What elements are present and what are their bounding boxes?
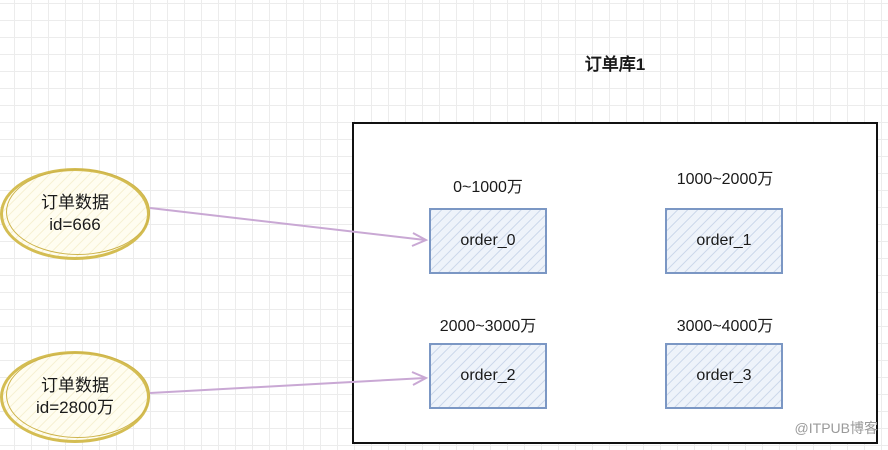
- range-label-2: 2000~3000万: [439, 318, 537, 335]
- watermark: @ITPUB博客: [794, 420, 878, 436]
- range-label-1: 1000~2000万: [676, 171, 774, 188]
- record-id: id=666: [49, 215, 101, 234]
- record-id-666[interactable]: 订单数据 id=666: [0, 168, 150, 260]
- table-name: order_0: [460, 232, 516, 249]
- table-order-3[interactable]: order_3: [665, 343, 783, 409]
- table-order-2[interactable]: order_2: [429, 343, 547, 409]
- record-id: id=2800万: [36, 398, 114, 417]
- table-order-0[interactable]: order_0: [429, 208, 547, 274]
- table-order-1[interactable]: order_1: [665, 208, 783, 274]
- range-label-0: 0~1000万: [453, 179, 523, 196]
- table-name: order_1: [696, 232, 752, 249]
- table-name: order_2: [460, 367, 516, 384]
- table-name: order_3: [696, 367, 752, 384]
- record-label: 订单数据: [41, 376, 109, 395]
- database-title: 订单库1: [584, 55, 646, 74]
- record-label: 订单数据: [41, 193, 109, 212]
- range-label-3: 3000~4000万: [676, 318, 774, 335]
- record-id-2800w[interactable]: 订单数据 id=2800万: [0, 351, 150, 443]
